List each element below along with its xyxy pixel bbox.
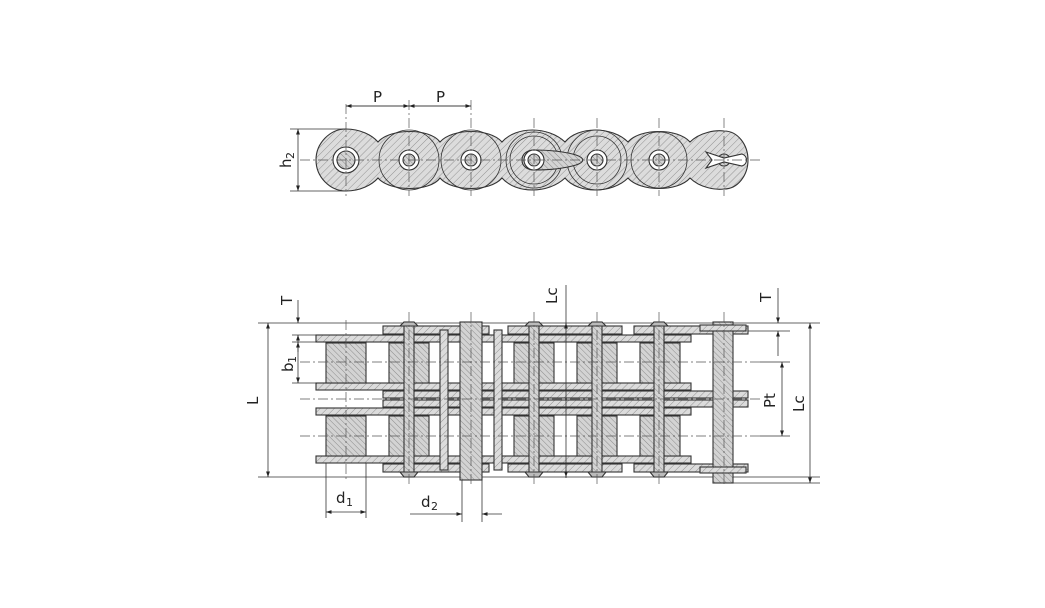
plate-height-label-subscript: 2 (284, 152, 297, 159)
pin-diameter-label-subscript: 2 (431, 500, 438, 513)
pin-diameter-label: d (421, 493, 431, 511)
inner-width-label: b (279, 362, 297, 372)
roller-diameter-label-subscript: 1 (346, 496, 353, 509)
pitch-label-2: P (436, 88, 445, 106)
top-view-plates (315, 325, 749, 473)
length-connector-right-label: Lc (790, 395, 808, 412)
plate-thickness-right-label: T (757, 292, 775, 303)
side-view: P P h 2 (277, 88, 760, 196)
transverse-pitch-label: Pt (761, 393, 779, 408)
length-connector-top-label: Lc (543, 287, 561, 304)
inner-width-label-subscript: 1 (286, 356, 299, 363)
roller-diameter-label: d (336, 489, 346, 507)
overall-length-label: L (244, 396, 262, 405)
plate-thickness-left-label: T (278, 295, 296, 306)
side-view-cotter-pin (704, 150, 748, 170)
pitch-label-1: P (373, 88, 382, 106)
top-view: L T b 1 Lc T (244, 285, 820, 522)
plate-height-label: h (277, 158, 295, 168)
